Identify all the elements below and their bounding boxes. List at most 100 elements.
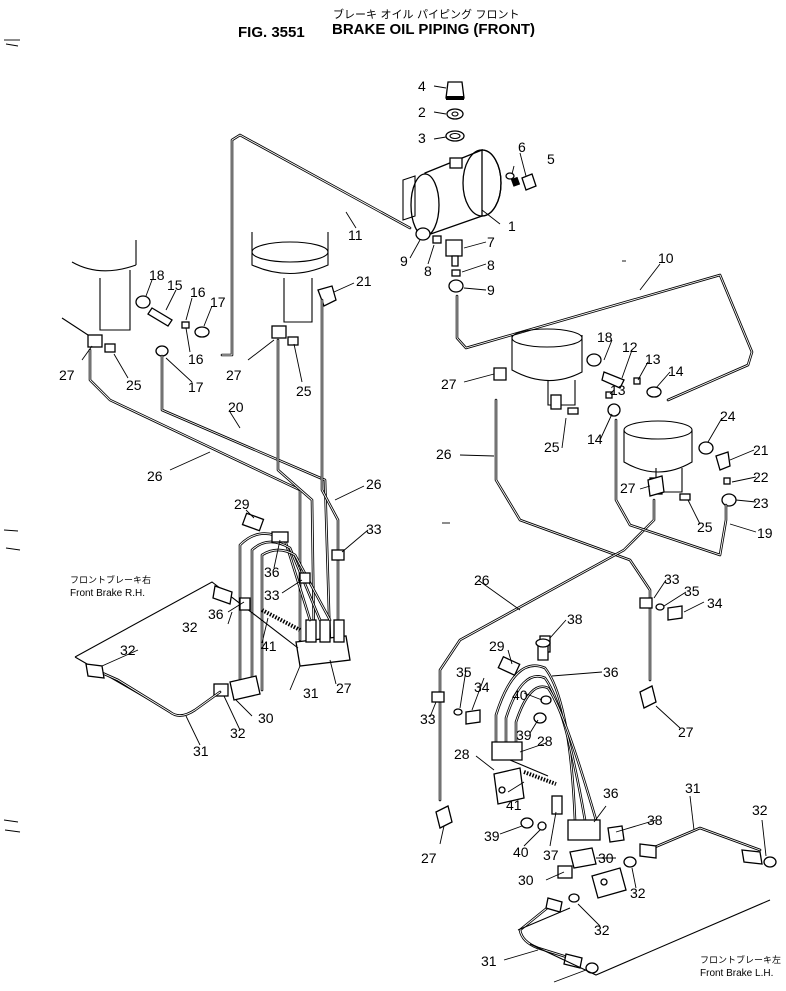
part-number: 15 — [167, 277, 183, 293]
part-number: 38 — [567, 611, 583, 627]
part-number: 26 — [436, 446, 452, 462]
part-number: 36 — [264, 564, 280, 580]
part-number: 19 — [757, 525, 773, 541]
part-number: 10 — [658, 250, 674, 266]
callout-front-brake-rh: フロントブレーキ右 Front Brake R.H. — [70, 574, 151, 599]
tee-fitting-30-left — [213, 675, 261, 701]
part-number: 1 — [508, 218, 516, 234]
part-number: 25 — [126, 377, 142, 393]
part-number: 36 — [603, 664, 619, 680]
part-number: 40 — [512, 687, 528, 703]
junction-block-28 — [493, 759, 563, 815]
brake-chamber-left-inner — [251, 232, 329, 346]
part-number: 23 — [753, 495, 769, 511]
part-number: 36 — [208, 606, 224, 622]
part-number: 32 — [594, 922, 610, 938]
part-number: 33 — [264, 587, 280, 603]
spring-guard-41-left — [261, 608, 301, 632]
part-number: 30 — [258, 710, 274, 726]
left-hose-junction — [295, 619, 351, 667]
brake-hose-loop-rh — [238, 512, 332, 692]
brake-pipe-21-vertical — [320, 298, 340, 647]
part-number: 12 — [622, 339, 638, 355]
leader-lines — [81, 85, 767, 983]
part-number: 35 — [456, 664, 472, 680]
part-number: 34 — [707, 595, 723, 611]
part-number: 24 — [720, 408, 736, 424]
part-number: 32 — [182, 619, 198, 635]
reservoir-cap-parts — [445, 81, 465, 142]
part-number: 25 — [296, 383, 312, 399]
part-number: 32 — [230, 725, 246, 741]
part-number: 26 — [474, 572, 490, 588]
elbow-fittings-27 — [435, 475, 665, 829]
part-number: 16 — [188, 351, 204, 367]
part-number: 31 — [303, 685, 319, 701]
part-number: 21 — [753, 442, 769, 458]
brake-chamber-right-upper — [511, 328, 583, 410]
figure-kana-title: ブレーキ オイル パイピング フロント — [333, 7, 520, 21]
part-number: 9 — [487, 282, 495, 298]
part-number: 27 — [421, 850, 437, 866]
part-number: 2 — [418, 104, 426, 120]
front-brake-rh-pipe — [74, 581, 299, 717]
brake-pipe-26-right-a — [494, 398, 652, 682]
mounting-bolt — [505, 172, 537, 191]
part-number: 41 — [261, 638, 277, 654]
part-number: 27 — [620, 480, 636, 496]
front-brake-rh-jp: フロントブレーキ右 — [70, 574, 151, 586]
part-number: 37 — [543, 847, 559, 863]
clip-33-left — [299, 549, 345, 584]
part-number: 13 — [610, 382, 626, 398]
part-number: 33 — [366, 521, 382, 537]
part-number: 33 — [664, 571, 680, 587]
part-number: 27 — [336, 680, 352, 696]
part-number: 8 — [424, 263, 432, 279]
brake-pipe-26-right-c — [614, 418, 728, 557]
part-number: 8 — [487, 257, 495, 273]
part-number: 26 — [366, 476, 382, 492]
part-number: 13 — [645, 351, 661, 367]
front-brake-rh-en: Front Brake R.H. — [70, 588, 145, 599]
part-number: 6 — [518, 139, 526, 155]
part-number: 25 — [697, 519, 713, 535]
part-number: 5 — [547, 151, 555, 167]
part-number: 22 — [753, 469, 769, 485]
part-number: 9 — [400, 253, 408, 269]
part-number: 11 — [348, 227, 363, 243]
part-number: 35 — [684, 583, 700, 599]
clips-right — [431, 597, 683, 725]
callout-front-brake-lh: フロントブレーキ左 Front Brake L.H. — [700, 954, 781, 979]
part-number: 38 — [647, 812, 663, 828]
part-number: 27 — [59, 367, 75, 383]
part-number: 28 — [454, 746, 470, 762]
part-number: 31 — [685, 780, 701, 796]
part-number: 29 — [234, 496, 250, 512]
figure-number: FIG. 3551 — [238, 24, 305, 41]
brake-pipe-20 — [160, 354, 332, 647]
part-number: 28 — [537, 733, 553, 749]
part-number: 33 — [420, 711, 436, 727]
part-number: 39 — [484, 828, 500, 844]
figure-title: BRAKE OIL PIPING (FRONT) — [332, 21, 535, 38]
part-number: 18 — [149, 267, 165, 283]
part-number: 40 — [513, 844, 529, 860]
part-number: 3 — [418, 130, 426, 146]
part-number: 31 — [193, 743, 209, 759]
part-number: 34 — [474, 679, 490, 695]
part-number: 27 — [678, 724, 694, 740]
part-number: 21 — [356, 273, 372, 289]
part-number: 30 — [598, 850, 614, 866]
small-fittings — [135, 285, 737, 507]
part-number: 29 — [489, 638, 505, 654]
tee-fitting-30-right — [557, 847, 627, 899]
part-number: 39 — [516, 727, 532, 743]
part-number: 18 — [597, 329, 613, 345]
part-number: 17 — [210, 294, 226, 310]
part-number: 27 — [441, 376, 457, 392]
part-number: 14 — [587, 431, 603, 447]
part-number: 14 — [668, 363, 684, 379]
part-number: 4 — [418, 78, 426, 94]
brake-pipe-26-center — [276, 338, 316, 642]
